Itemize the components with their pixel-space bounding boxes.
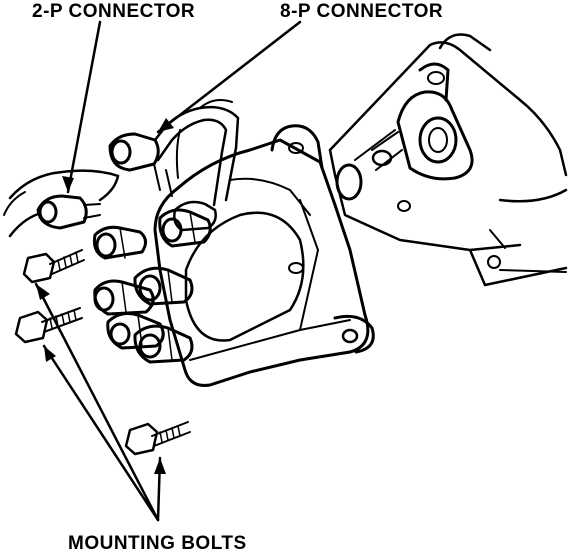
engine-head bbox=[328, 33, 568, 287]
cap-towers bbox=[93, 208, 212, 364]
arrowheads bbox=[36, 118, 174, 474]
eight-pin-connector-label: 8-P CONNECTOR bbox=[280, 1, 444, 22]
two-pin-connector bbox=[3, 169, 120, 238]
distributor-housing bbox=[153, 124, 375, 387]
mounting-bolts bbox=[14, 249, 191, 456]
o-ring bbox=[335, 163, 363, 201]
two-pin-connector-label: 2-P CONNECTOR bbox=[32, 1, 196, 22]
mounting-bolts-label: MOUNTING BOLTS bbox=[68, 533, 247, 554]
